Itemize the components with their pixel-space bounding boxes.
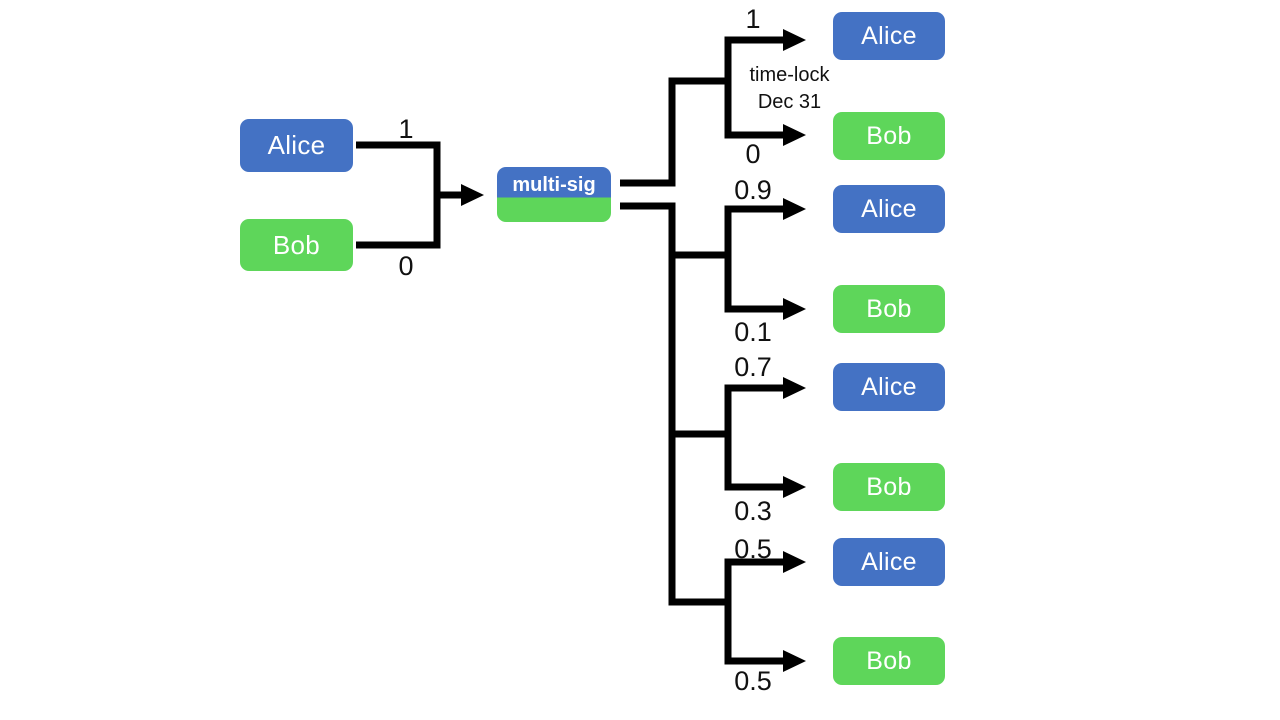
branch-3-top-weight: 0.7 <box>734 352 772 382</box>
alice-box-branch-3: Alice <box>833 363 945 411</box>
timelock-annotation-line2: Dec 31 <box>757 91 822 113</box>
alice-box-branch-1: Alice <box>833 12 945 60</box>
arrowhead <box>783 650 806 672</box>
left-bottom-weight: 0 <box>398 251 414 281</box>
arrowheads <box>461 29 806 672</box>
branch-1-top-weight: 1 <box>745 4 761 34</box>
left-top-weight: 1 <box>398 114 414 144</box>
arrowhead <box>783 551 806 573</box>
branch-2-bottom-weight: 0.1 <box>734 317 772 347</box>
arrowhead <box>783 124 806 146</box>
arrowhead <box>783 476 806 498</box>
arrowhead <box>783 198 806 220</box>
arrowhead <box>783 29 806 51</box>
branch-4-bottom-weight: 0.5 <box>734 666 772 696</box>
arrowhead <box>461 184 484 206</box>
alice-box-branch-4: Alice <box>833 538 945 586</box>
bob-box-branch-1: Bob <box>833 112 945 160</box>
alice-box-left: Alice <box>240 119 353 172</box>
branch-2-top-weight: 0.9 <box>734 175 772 205</box>
bob-box-branch-3: Bob <box>833 463 945 511</box>
bob-box-left: Bob <box>240 219 353 271</box>
multisig-box: multi-sig <box>497 167 611 222</box>
arrowhead <box>783 377 806 399</box>
branch-3-bottom-weight: 0.3 <box>734 496 772 526</box>
alice-box-branch-2: Alice <box>833 185 945 233</box>
arrowhead <box>783 298 806 320</box>
branch-4-top-weight: 0.5 <box>734 534 772 564</box>
bob-box-branch-2: Bob <box>833 285 945 333</box>
timelock-annotation-line1: time-lock <box>749 64 830 86</box>
connector-path <box>356 36 786 665</box>
bob-box-branch-4: Bob <box>833 637 945 685</box>
branch-1-bottom-weight: 0 <box>745 139 761 169</box>
